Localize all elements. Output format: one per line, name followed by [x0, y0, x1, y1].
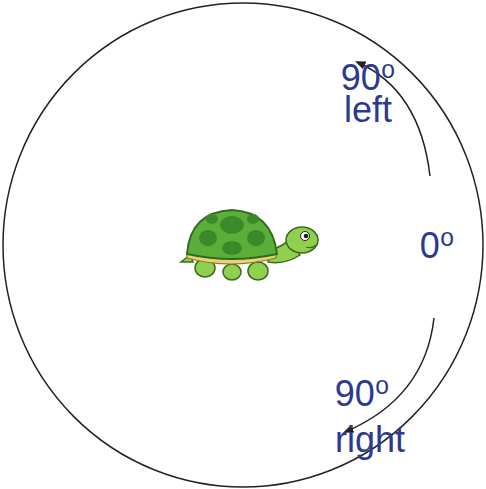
direction-label: left	[344, 90, 392, 130]
turn-circle	[3, 3, 483, 487]
direction-label: right	[335, 420, 405, 460]
turtle-picture	[181, 210, 318, 280]
angle-label: 0⁰	[420, 226, 454, 266]
angle-label: 90⁰	[335, 374, 389, 414]
